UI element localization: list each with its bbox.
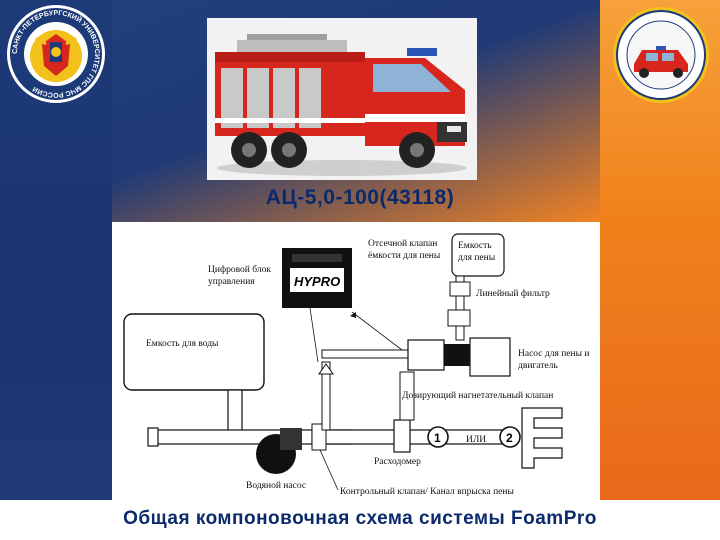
digital-unit-label-2: управления — [208, 277, 255, 287]
option-1-label: 1 — [434, 431, 441, 445]
foam-pump-motor: Насос для пены и двигатель — [407, 337, 589, 377]
shutoff-valve-label-1: Отсечной клапан — [368, 238, 437, 249]
water-pump-icon: Водяной насос — [246, 428, 306, 491]
control-valve-label: Контрольный клапан/ Канал впрыска пены — [340, 486, 514, 497]
water-tank-label: Емкость для воды — [146, 339, 219, 349]
shutoff-valve-label-2: ёмкости для пены — [368, 251, 441, 261]
digital-control-unit: HYPRO Цифровой блок управления — [208, 248, 403, 363]
water-pump-label: Водяной насос — [246, 480, 306, 491]
option-2-label: 2 — [506, 431, 513, 445]
university-emblem-icon: САНКТ-ПЕТЕРБУРГСКИЙ УНИВЕРСИТЕТ ГПС МЧС … — [7, 5, 105, 103]
institute-badge-icon — [613, 7, 709, 103]
bottom-band — [0, 500, 720, 540]
line-filter-label: Линейный фильтр — [476, 288, 550, 299]
digital-unit-label-1: Цифровой блок — [208, 264, 271, 275]
option-1-icon: 1 — [427, 426, 449, 448]
option-2-icon: 2 — [499, 407, 563, 469]
pump-motor-label-2: двигатель — [518, 361, 558, 371]
dosing-valve: Дозирующий нагнетательный клапан — [399, 371, 553, 421]
display-text: HYPRO — [294, 274, 340, 289]
or-label: ИЛИ — [466, 435, 486, 445]
foam-tank-label-2: для пены — [458, 253, 496, 263]
line-filter: Линейный фильтр — [447, 288, 550, 327]
water-tank: Емкость для воды — [123, 313, 265, 391]
flowmeter-label: Расходомер — [374, 457, 421, 467]
scheme-caption: Общая компоновочная схема системы FoamPr… — [123, 508, 597, 529]
foam-tank: Емкость для пены — [449, 233, 505, 341]
pump-motor-label-1: Насос для пены и — [518, 349, 589, 359]
dosing-valve-label: Дозирующий нагнетательный клапан — [402, 390, 553, 401]
vehicle-model-title: АЦ-5,0-100(43118) — [265, 186, 455, 209]
fire-truck-photo — [207, 18, 477, 180]
foampro-schematic: Емкость для воды Водяной насос Контрольн… — [112, 222, 600, 504]
foam-tank-label-1: Емкость — [458, 241, 492, 251]
